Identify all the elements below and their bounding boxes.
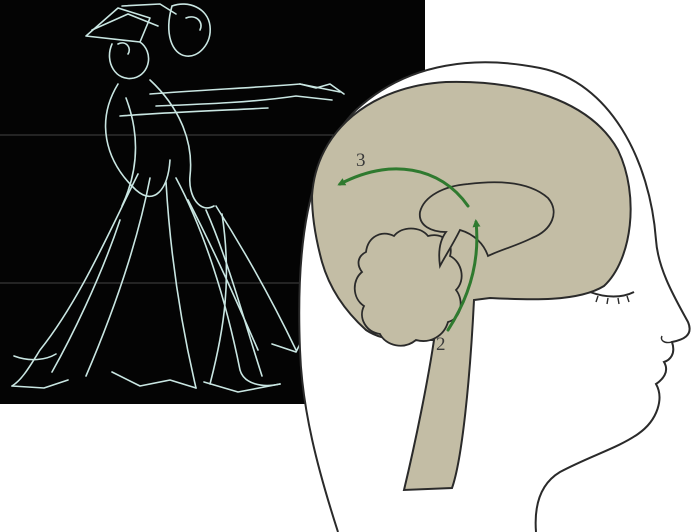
dancing-couple-sketch-icon (11, 3, 345, 393)
label-3: 3 (356, 150, 366, 171)
pathway-arrows (337, 167, 481, 332)
cerebellum-icon (353, 227, 463, 347)
nostril-mark (660, 335, 673, 344)
brain (310, 80, 632, 492)
pathway-arrow-upper (337, 167, 470, 208)
label-2: 2 (436, 334, 446, 355)
eyelash-marks (595, 295, 630, 305)
eye-icon (589, 291, 635, 298)
pathway-arrow-lower (446, 219, 481, 332)
thalamus-icon (419, 181, 555, 269)
brain-sagittal-section-icon (310, 80, 632, 492)
